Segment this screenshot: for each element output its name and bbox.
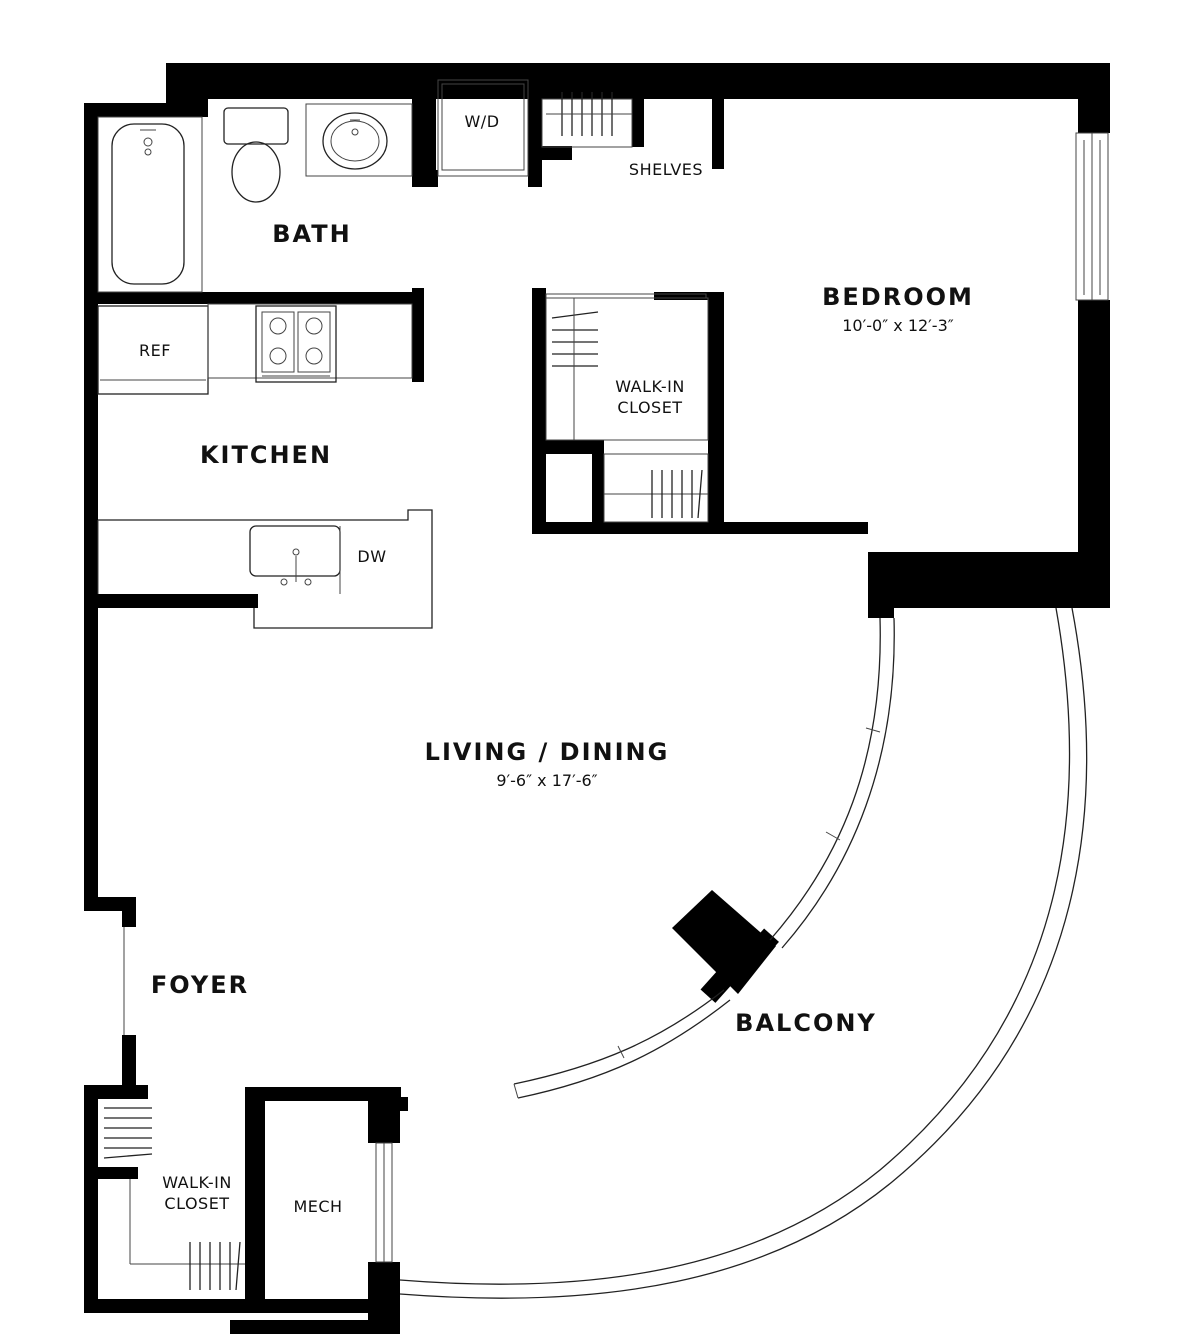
closet-rods-upper: [545, 297, 709, 441]
walls: [84, 63, 1110, 1334]
mech-label: MECH: [293, 1197, 342, 1216]
right-wall: [1078, 63, 1110, 133]
curved-glazing: [513, 617, 895, 1099]
kitchen-sink: [249, 525, 341, 586]
closet-rods-lower: [603, 453, 709, 523]
living-dining-label: LIVING / DINING: [425, 738, 670, 766]
bathtub: [97, 116, 203, 293]
balcony-label: BALCONY: [735, 1009, 877, 1037]
washer-dryer: [437, 79, 529, 177]
walkin-closet-upper-line2: CLOSET: [617, 398, 682, 417]
column: [672, 890, 776, 994]
bath-sink: [305, 103, 413, 177]
bedroom-label: BEDROOM: [822, 283, 974, 311]
shelves: [541, 92, 633, 148]
balcony-railing-inner: [399, 607, 1088, 1299]
walkin-closet-lower-line1: WALK-IN: [162, 1173, 232, 1192]
toilet: [223, 107, 289, 203]
living-dining-dimensions: 9′-6″ x 17′-6″: [496, 771, 597, 790]
foyer-closet-rods: [103, 1107, 245, 1291]
kitchen-island: [97, 509, 433, 629]
kitchen-counter-top: [207, 303, 413, 379]
walkin-closet-upper-line1: WALK-IN: [615, 377, 685, 396]
range: [255, 305, 337, 383]
top-wall: [166, 63, 1110, 99]
bedroom-window: [1075, 132, 1109, 301]
shelves-label: SHELVES: [629, 160, 703, 179]
closet-wall: [532, 288, 546, 534]
ref-label: REF: [139, 341, 171, 360]
balcony-railing: [399, 607, 1071, 1285]
walkin-closet-lower-line2: CLOSET: [164, 1194, 229, 1213]
kitchen-label: KITCHEN: [200, 441, 332, 469]
wd-label: W/D: [464, 112, 499, 131]
left-wall: [84, 103, 98, 911]
dw-label: DW: [357, 547, 386, 566]
bath-label: BATH: [272, 220, 351, 248]
bedroom-dimensions: 10′-0″ x 12′-3″: [842, 316, 954, 335]
closet-door-track: [545, 293, 707, 299]
foyer-label: FOYER: [151, 971, 249, 999]
